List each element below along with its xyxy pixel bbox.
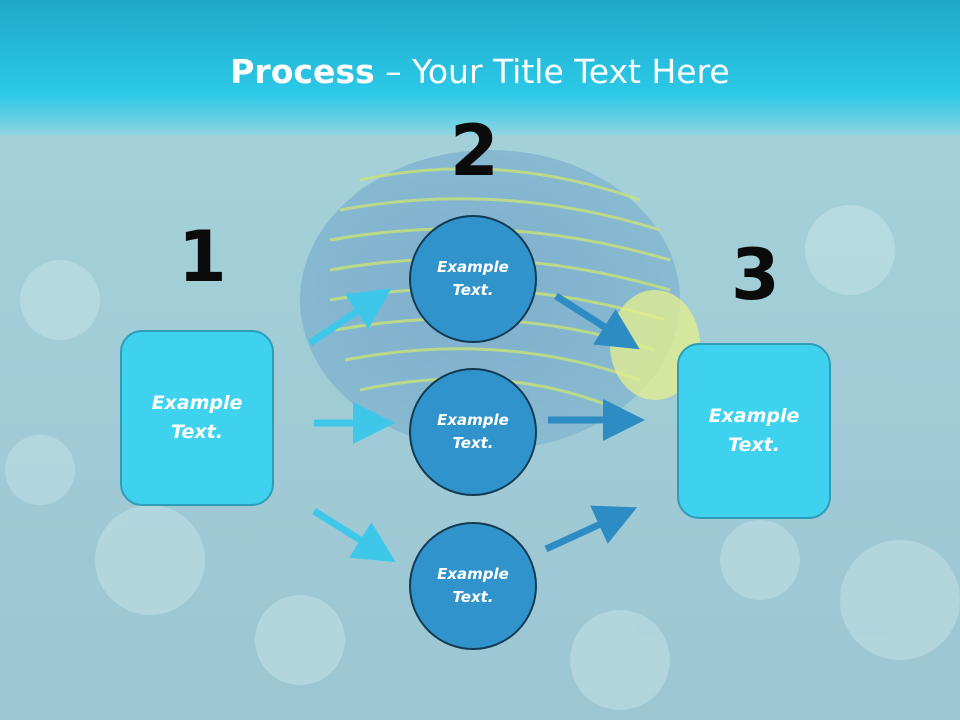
circle-middle-text: Example Text. xyxy=(437,411,509,452)
slide-title: Process – Your Title Text Here xyxy=(0,52,960,91)
process-circle-middle[interactable]: Example Text. xyxy=(409,368,537,496)
circle-top-text: Example Text. xyxy=(437,258,509,299)
step-number-1: 1 xyxy=(178,216,227,298)
circle-bottom-text: Example Text. xyxy=(437,565,509,606)
left-step-box-text: Example Text. xyxy=(151,392,243,443)
title-rest: – Your Title Text Here xyxy=(374,52,730,91)
step-number-3: 3 xyxy=(731,234,780,316)
left-step-box[interactable]: Example Text. xyxy=(120,330,274,506)
step-number-2: 2 xyxy=(450,110,499,192)
process-circle-top[interactable]: Example Text. xyxy=(409,215,537,343)
process-circle-bottom[interactable]: Example Text. xyxy=(409,522,537,650)
right-step-box[interactable]: Example Text. xyxy=(677,343,831,519)
title-bold: Process xyxy=(230,52,375,91)
right-step-box-text: Example Text. xyxy=(708,405,800,456)
